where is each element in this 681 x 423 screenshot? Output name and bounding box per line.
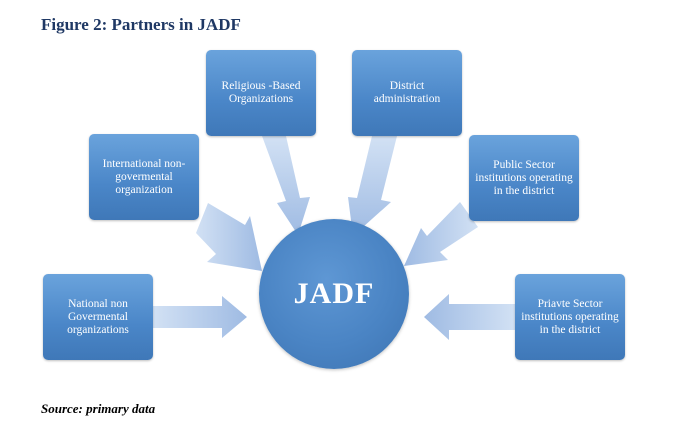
hub-jadf: JADF [259, 219, 409, 369]
node-religious-orgs: Religious -Based Organizations [206, 50, 316, 136]
arrow-international-ngo [196, 203, 262, 271]
arrow-public-sector [404, 202, 478, 266]
node-public-sector: Public Sector institutions operating in … [469, 135, 579, 221]
node-international-ngo: International non-govermental organizati… [89, 134, 199, 220]
arrow-religious-orgs [262, 136, 310, 235]
arrow-national-ngo [153, 296, 247, 338]
arrow-district-admin [348, 136, 397, 236]
arrow-private-sector [424, 294, 515, 340]
node-national-ngo: National non Govermental organizations [43, 274, 153, 360]
figure-title: Figure 2: Partners in JADF [41, 15, 241, 34]
node-private-sector: Priavte Sector institutions operating in… [515, 274, 625, 360]
node-district-admin: District administration [352, 50, 462, 136]
source-note: Source: primary data [41, 401, 156, 416]
